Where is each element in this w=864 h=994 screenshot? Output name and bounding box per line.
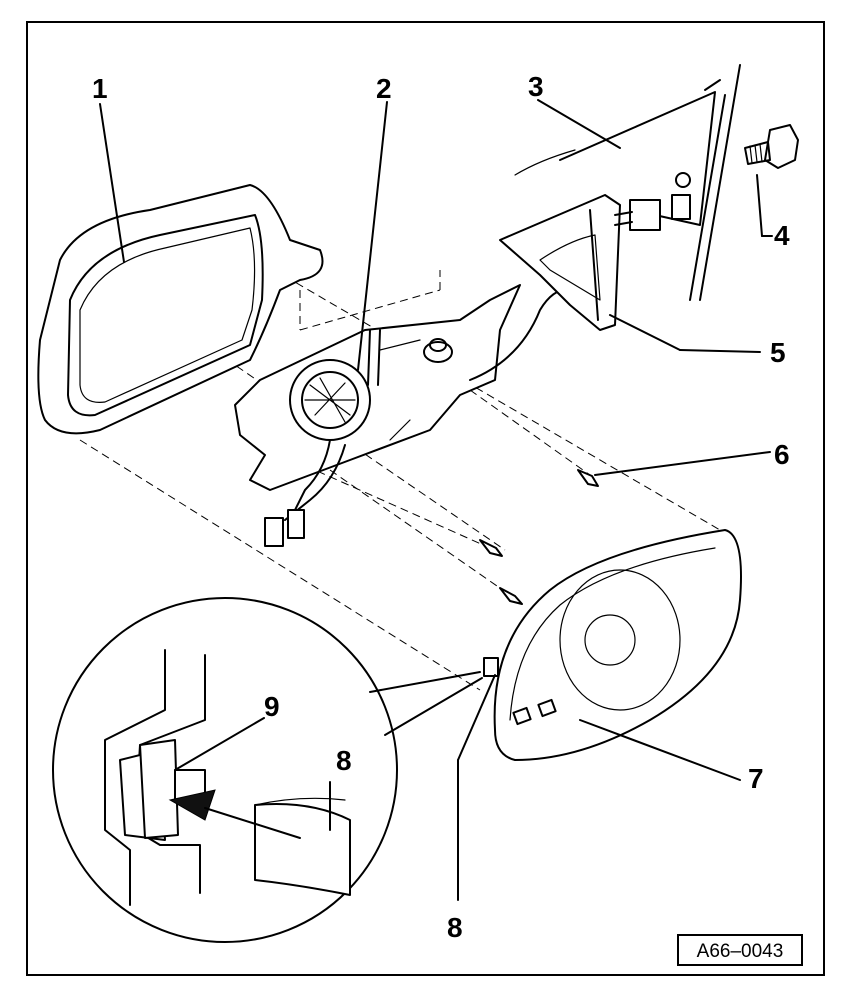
callout-5: 5 [770,337,786,368]
reference-code: A66–0043 [697,941,784,962]
mirror-glass [483,529,742,761]
callout-6: 6 [774,439,790,470]
mounting-bolt [744,124,799,169]
callout-8-detail: 8 [336,745,352,776]
door-panel [514,64,741,301]
reference-code-box [677,934,803,966]
screws [479,469,599,605]
adjustment-motor-unit [234,284,576,547]
mounting-bracket [499,194,661,331]
callout-2: 2 [376,73,392,104]
callout-3: 3 [528,71,544,102]
callout-4: 4 [774,220,790,251]
callout-8: 8 [447,912,463,943]
mirror-housing [37,184,324,435]
callout-9: 9 [264,691,280,722]
callout-7: 7 [748,763,764,794]
diagram-frame [26,21,825,976]
detail-view [52,597,483,943]
callout-1: 1 [92,73,108,104]
leader-lines [99,99,773,901]
